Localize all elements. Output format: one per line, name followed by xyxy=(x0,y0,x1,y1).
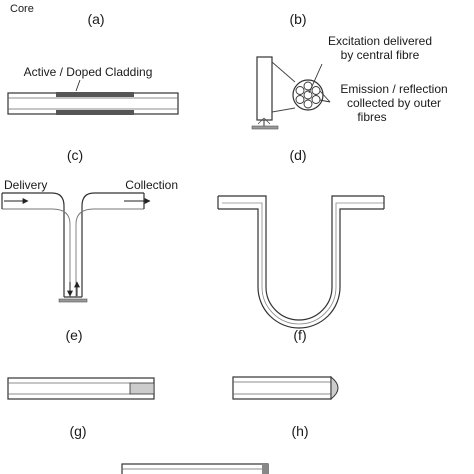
partial-fibre-bottom xyxy=(121,463,269,474)
doped-cladding-top xyxy=(56,92,134,97)
panel-e-sample xyxy=(58,298,88,303)
panel-a-label: (a) xyxy=(87,11,104,27)
tip-coating xyxy=(129,382,155,395)
cladding-leader-line xyxy=(75,79,81,92)
panel-g-label: (g) xyxy=(69,423,86,439)
delivery-label: Delivery xyxy=(4,178,47,192)
panel-e-label: (e) xyxy=(65,327,82,343)
panel-e-y-coupler xyxy=(1,192,145,298)
panel-c-label: (c) xyxy=(67,147,83,163)
panel-d-label: (d) xyxy=(289,147,306,163)
doped-cladding-bottom xyxy=(56,110,134,115)
emission-label-line3: fibres xyxy=(357,110,386,124)
panel-c-fibre xyxy=(7,92,179,115)
panel-h-label: (h) xyxy=(291,423,308,439)
panel-d-probe xyxy=(251,56,331,130)
panel-g-fibre xyxy=(7,377,155,400)
lens-tip xyxy=(330,375,339,401)
collection-label: Collection xyxy=(125,178,178,192)
central-fibre xyxy=(303,90,313,100)
panel-f-label: (f) xyxy=(293,327,306,343)
excitation-label-line2: by central fibre xyxy=(341,48,420,62)
excitation-label-line1: Excitation delivered xyxy=(328,34,432,48)
panel-f-u-bend xyxy=(217,195,385,329)
sample-surface xyxy=(251,125,279,130)
emission-label-line1: Emission / reflection xyxy=(340,82,447,96)
emission-label-line2: collected by outer xyxy=(347,96,441,110)
active-cladding-label: Active / Doped Cladding xyxy=(24,65,153,79)
panel-b-label: (b) xyxy=(289,11,306,27)
panel-h-fibre xyxy=(232,375,339,401)
core-label: Core xyxy=(10,3,34,15)
probe-body xyxy=(256,56,273,121)
